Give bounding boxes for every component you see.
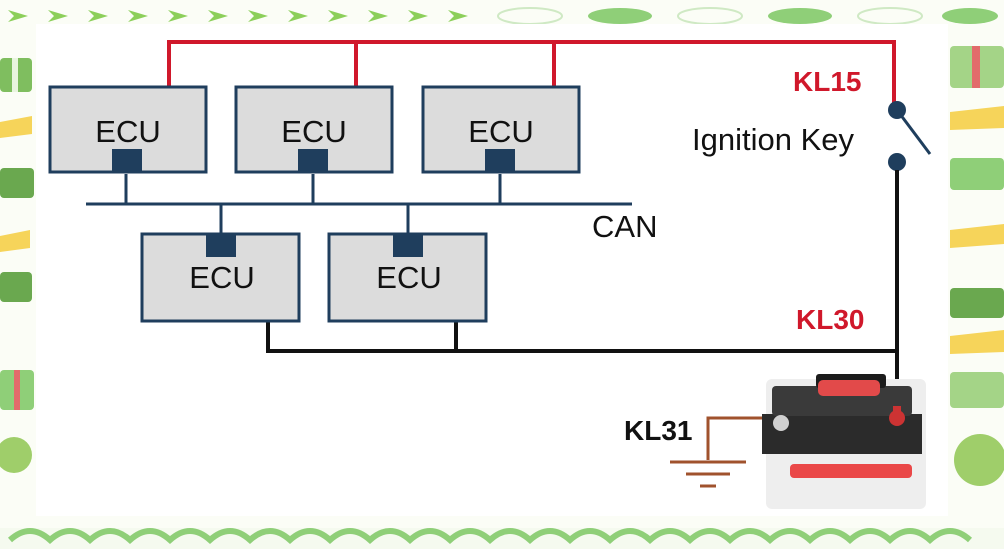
ecu-label: ECU bbox=[189, 260, 254, 295]
wiring-diagram: ECU ECU ECU ECU ECU CAN Ignition Key KL1… bbox=[48, 40, 932, 509]
ecu-label: ECU bbox=[468, 114, 533, 149]
arrow-icon-row bbox=[8, 10, 468, 22]
heart-icon-row bbox=[497, 7, 998, 25]
ecu-label: ECU bbox=[281, 114, 346, 149]
sprout-icon-row bbox=[0, 528, 1004, 549]
kl15-label: KL15 bbox=[793, 66, 861, 97]
ecu-label: ECU bbox=[95, 114, 160, 149]
ecu-box: ECU bbox=[327, 232, 488, 323]
ecu-box: ECU bbox=[421, 85, 581, 174]
diagram-canvas: ECU ECU ECU ECU ECU CAN Ignition Key KL1… bbox=[36, 24, 948, 516]
gift-icon-column-right bbox=[950, 46, 1004, 486]
ecu-box: ECU bbox=[48, 85, 208, 174]
kl30-label: KL30 bbox=[796, 304, 864, 335]
smiley-icon bbox=[0, 437, 32, 473]
ecu-label: ECU bbox=[376, 260, 441, 295]
kl31-label: KL31 bbox=[624, 415, 692, 446]
battery-icon bbox=[762, 374, 926, 509]
kl15-wiring bbox=[167, 40, 896, 104]
smiley-icon bbox=[954, 434, 1004, 486]
ecu-box: ECU bbox=[140, 232, 301, 323]
gift-icon-column-left bbox=[0, 58, 34, 473]
ignition-key-label: Ignition Key bbox=[692, 122, 854, 157]
can-bus bbox=[86, 174, 632, 236]
can-bus-label: CAN bbox=[592, 209, 657, 244]
kl30-wiring bbox=[266, 170, 899, 394]
kl31-wiring bbox=[670, 416, 780, 488]
ignition-switch bbox=[888, 101, 932, 171]
ecu-box: ECU bbox=[234, 85, 394, 174]
